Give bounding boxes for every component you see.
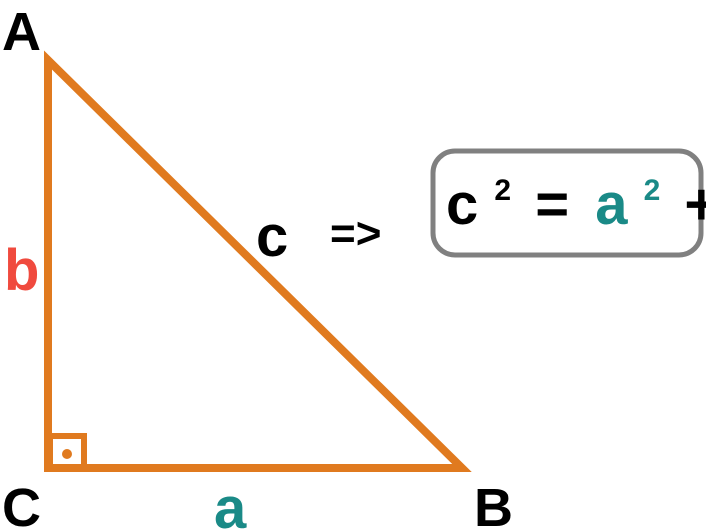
formula-c: c <box>446 172 478 237</box>
implies-arrow: => <box>330 209 381 258</box>
right-angle-dot <box>62 449 72 459</box>
formula-box <box>430 148 704 258</box>
side-label-b: b <box>4 238 39 303</box>
formula: c 2 = a 2 + b 2 <box>446 148 706 237</box>
side-label-c: c <box>256 204 288 269</box>
right-triangle <box>44 50 472 472</box>
formula-a: a <box>595 172 628 237</box>
formula-equals: = <box>535 172 569 237</box>
vertex-label-b: B <box>474 478 513 529</box>
right-angle-marker <box>47 433 87 471</box>
vertex-label-a: A <box>2 2 41 62</box>
side-label-a: a <box>214 476 247 529</box>
formula-c-exponent: 2 <box>494 174 511 207</box>
formula-plus: + <box>684 172 706 237</box>
vertex-label-c: C <box>2 478 41 529</box>
formula-a-exponent: 2 <box>644 174 661 207</box>
